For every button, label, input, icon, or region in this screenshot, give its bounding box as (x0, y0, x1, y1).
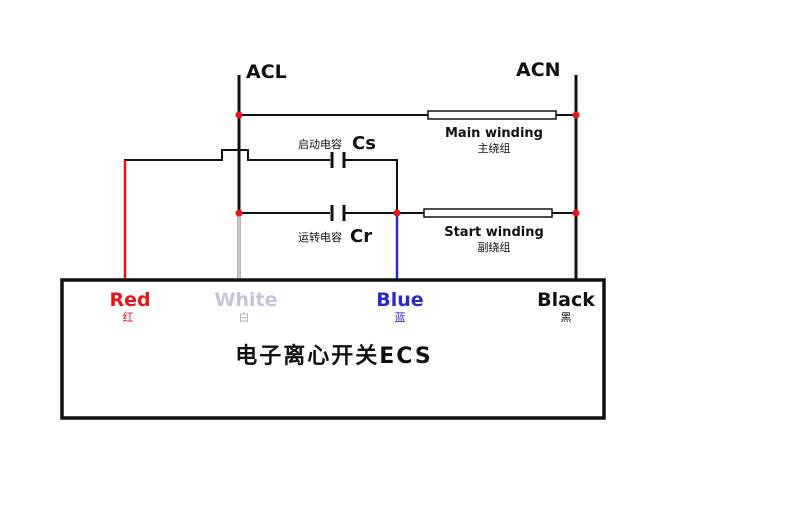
node-acl-main (235, 111, 243, 119)
terminal-black-label: Black (537, 289, 595, 311)
terminal-blue-label: Blue (376, 289, 423, 311)
cr-label-cn: 运转电容 (298, 230, 342, 244)
ecs-switch-box (60, 278, 606, 420)
red-lead-wire (124, 149, 330, 280)
terminal-black-cn: 黑 (561, 311, 572, 324)
terminal-white-cn: 白 (239, 310, 250, 324)
main-winding-label-cn: 主绕组 (478, 141, 511, 155)
ecs-title: 电子离心开关ECS (235, 343, 432, 369)
acn-label: ACN (516, 59, 561, 81)
start-winding-label: Start winding (444, 225, 544, 240)
node-acn-start (572, 209, 580, 217)
start-winding-coil (423, 208, 553, 218)
node-acn-main (572, 111, 580, 119)
cr-label-sym: Cr (350, 226, 372, 247)
acl-label: ACL (246, 61, 287, 83)
start-winding-label-cn: 副绕组 (478, 240, 511, 254)
terminal-white-label: White (215, 289, 278, 311)
terminal-blue-cn: 蓝 (395, 311, 406, 324)
node-blue (393, 209, 401, 217)
cs-label-cn: 启动电容 (298, 137, 342, 151)
main-winding-label: Main winding (445, 126, 543, 141)
cs-wire-right (344, 159, 398, 213)
terminal-red-cn: 红 (123, 311, 134, 324)
node-acl-start (235, 209, 243, 217)
main-winding-coil (427, 110, 557, 120)
terminal-red-label: Red (109, 289, 150, 311)
cs-label-sym: Cs (352, 133, 376, 154)
